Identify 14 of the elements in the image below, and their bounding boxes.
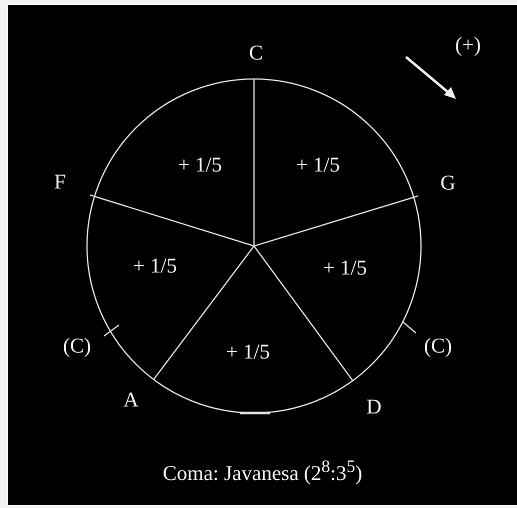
pitch-label: A <box>123 390 139 410</box>
pitch-label: (C) <box>424 336 452 356</box>
pitch-label: (C) <box>63 336 91 356</box>
pitch-label: G <box>440 172 456 194</box>
pitch-label: C <box>249 42 263 64</box>
sign-label: (+) <box>455 34 481 56</box>
pitch-label: D <box>366 396 382 418</box>
fraction-label: + 1/5 <box>226 342 270 362</box>
fraction-label: + 1/5 <box>178 154 222 176</box>
fraction-label: + 1/5 <box>323 258 367 278</box>
caption: Coma: Javanesa (2$^{8}$:3$^{5}$) <box>162 456 362 486</box>
pitch-label: F <box>54 172 66 192</box>
fraction-label: + 1/5 <box>133 256 177 276</box>
fraction-label: + 1/5 <box>296 154 340 176</box>
